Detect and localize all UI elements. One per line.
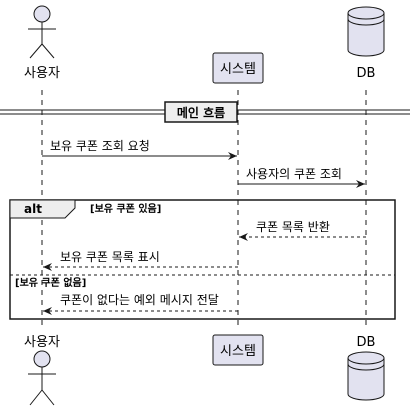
participant-label-user-bottom: 사용자 — [24, 335, 60, 350]
participant-system-top: 시스템 — [212, 52, 264, 84]
message-label-5: 쿠폰이 없다는 예외 메시지 전달 — [60, 293, 219, 307]
message-label-1: 보유 쿠폰 조회 요청 — [50, 139, 150, 153]
participant-db-top: DB — [347, 6, 385, 81]
alt-fragment: alt [보유 쿠폰 있음] [보유 쿠폰 없음] — [9, 199, 396, 320]
message-label-4: 보유 쿠폰 목록 표시 — [60, 250, 160, 264]
participant-label-user: 사용자 — [24, 66, 60, 81]
message-label-2: 사용자의 쿠폰 조회 — [246, 167, 342, 181]
alt-condition-2: [보유 쿠폰 없음] — [15, 276, 86, 289]
divider: 메인 흐름 — [0, 101, 410, 123]
participant-label-db: DB — [357, 66, 376, 81]
stick-figure-icon — [28, 5, 56, 59]
message-label-3: 쿠폰 목록 반환 — [256, 220, 330, 234]
database-icon — [347, 6, 385, 57]
participant-label-system-bottom: 시스템 — [220, 344, 256, 359]
participant-system-bottom: 시스템 — [212, 334, 264, 366]
stick-figure-icon — [28, 350, 56, 406]
participant-db-bottom: DB — [347, 335, 385, 401]
participant-label-system: 시스템 — [220, 62, 256, 77]
alt-keyword: alt — [24, 202, 42, 216]
actor-user-bottom: 사용자 — [24, 335, 60, 406]
actor-user-top: 사용자 — [24, 5, 60, 81]
alt-condition-1: [보유 쿠폰 있음] — [90, 203, 161, 215]
database-icon — [347, 351, 385, 401]
participant-label-db-bottom: DB — [357, 335, 376, 350]
divider-label: 메인 흐름 — [177, 105, 225, 120]
